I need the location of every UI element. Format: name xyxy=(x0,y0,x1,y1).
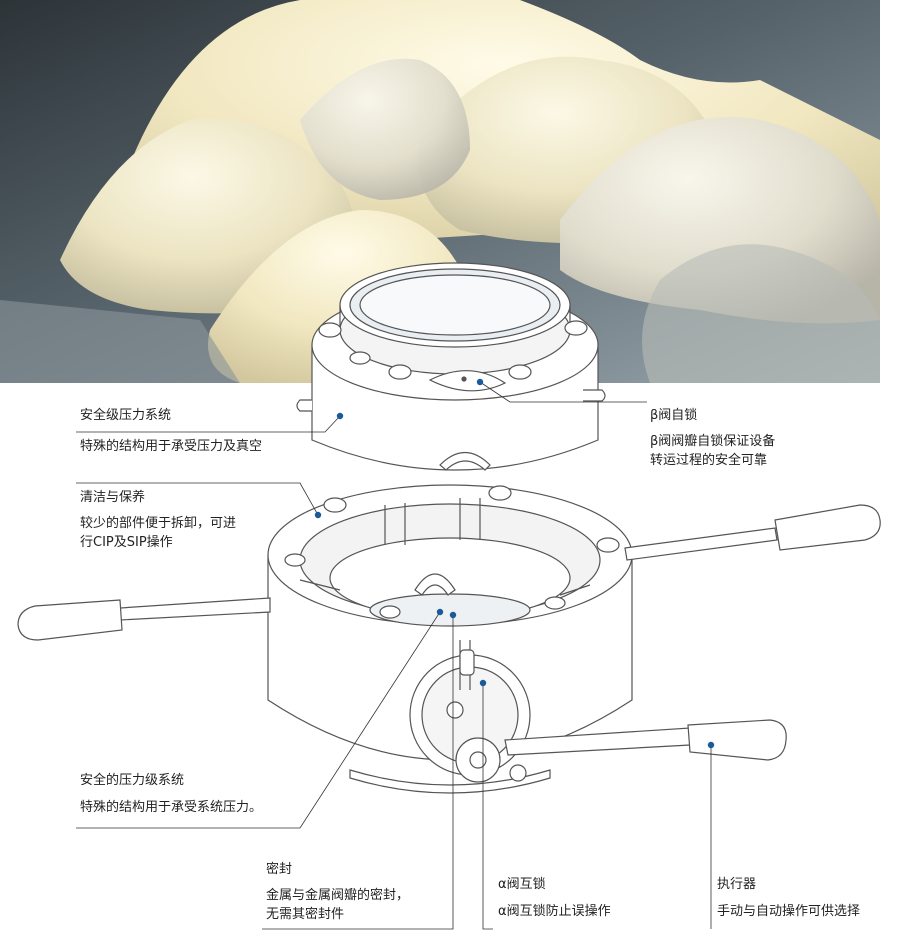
seal-desc-1: 金属与金属阀瓣的密封， xyxy=(266,888,410,903)
beta-valve-body xyxy=(296,262,606,471)
cleaning-desc-2: 行CIP及SIP操作 xyxy=(80,535,173,550)
actuator-desc: 手动与自动操作可供选择 xyxy=(717,904,861,919)
beta-valve-desc-2: 转运过程的安全可靠 xyxy=(650,453,768,468)
safe-pressure-level-desc: 特殊的结构用于承受系统压力。 xyxy=(80,800,263,815)
safety-pressure-desc: 特殊的结构用于承受压力及真空 xyxy=(80,439,263,454)
actuator-title: 执行器 xyxy=(717,877,757,892)
handle-left xyxy=(17,597,271,641)
marker-seal xyxy=(449,611,457,619)
beta-valve-desc-1: β阀阀瓣自锁保证设备 xyxy=(650,434,776,449)
marker-safe-pressure-level xyxy=(436,608,444,616)
marker-beta-valve xyxy=(476,378,484,386)
marker-actuator xyxy=(707,741,715,749)
alpha-interlock-title: α阀互锁 xyxy=(498,877,546,892)
handle-right-upper xyxy=(624,504,881,561)
marker-safety-pressure xyxy=(336,412,344,420)
seal-desc-2: 无需其密封件 xyxy=(266,907,345,922)
cleaning-title: 清洁与保养 xyxy=(80,490,146,505)
beta-valve-title: β阀自锁 xyxy=(650,408,698,423)
powder-photo xyxy=(0,0,880,383)
safety-pressure-title: 安全级压力系统 xyxy=(80,408,172,423)
safe-pressure-level-title: 安全的压力级系统 xyxy=(80,773,185,788)
alpha-interlock-desc: α阀互锁防止误操作 xyxy=(498,904,611,919)
alpha-valve-body xyxy=(267,484,633,794)
seal-title: 密封 xyxy=(266,862,293,877)
cleaning-desc-1: 较少的部件便于拆卸，可进 xyxy=(80,516,237,531)
marker-cleaning xyxy=(314,511,322,519)
marker-alpha-interlock xyxy=(479,679,487,687)
handle-right-lower xyxy=(504,719,787,761)
